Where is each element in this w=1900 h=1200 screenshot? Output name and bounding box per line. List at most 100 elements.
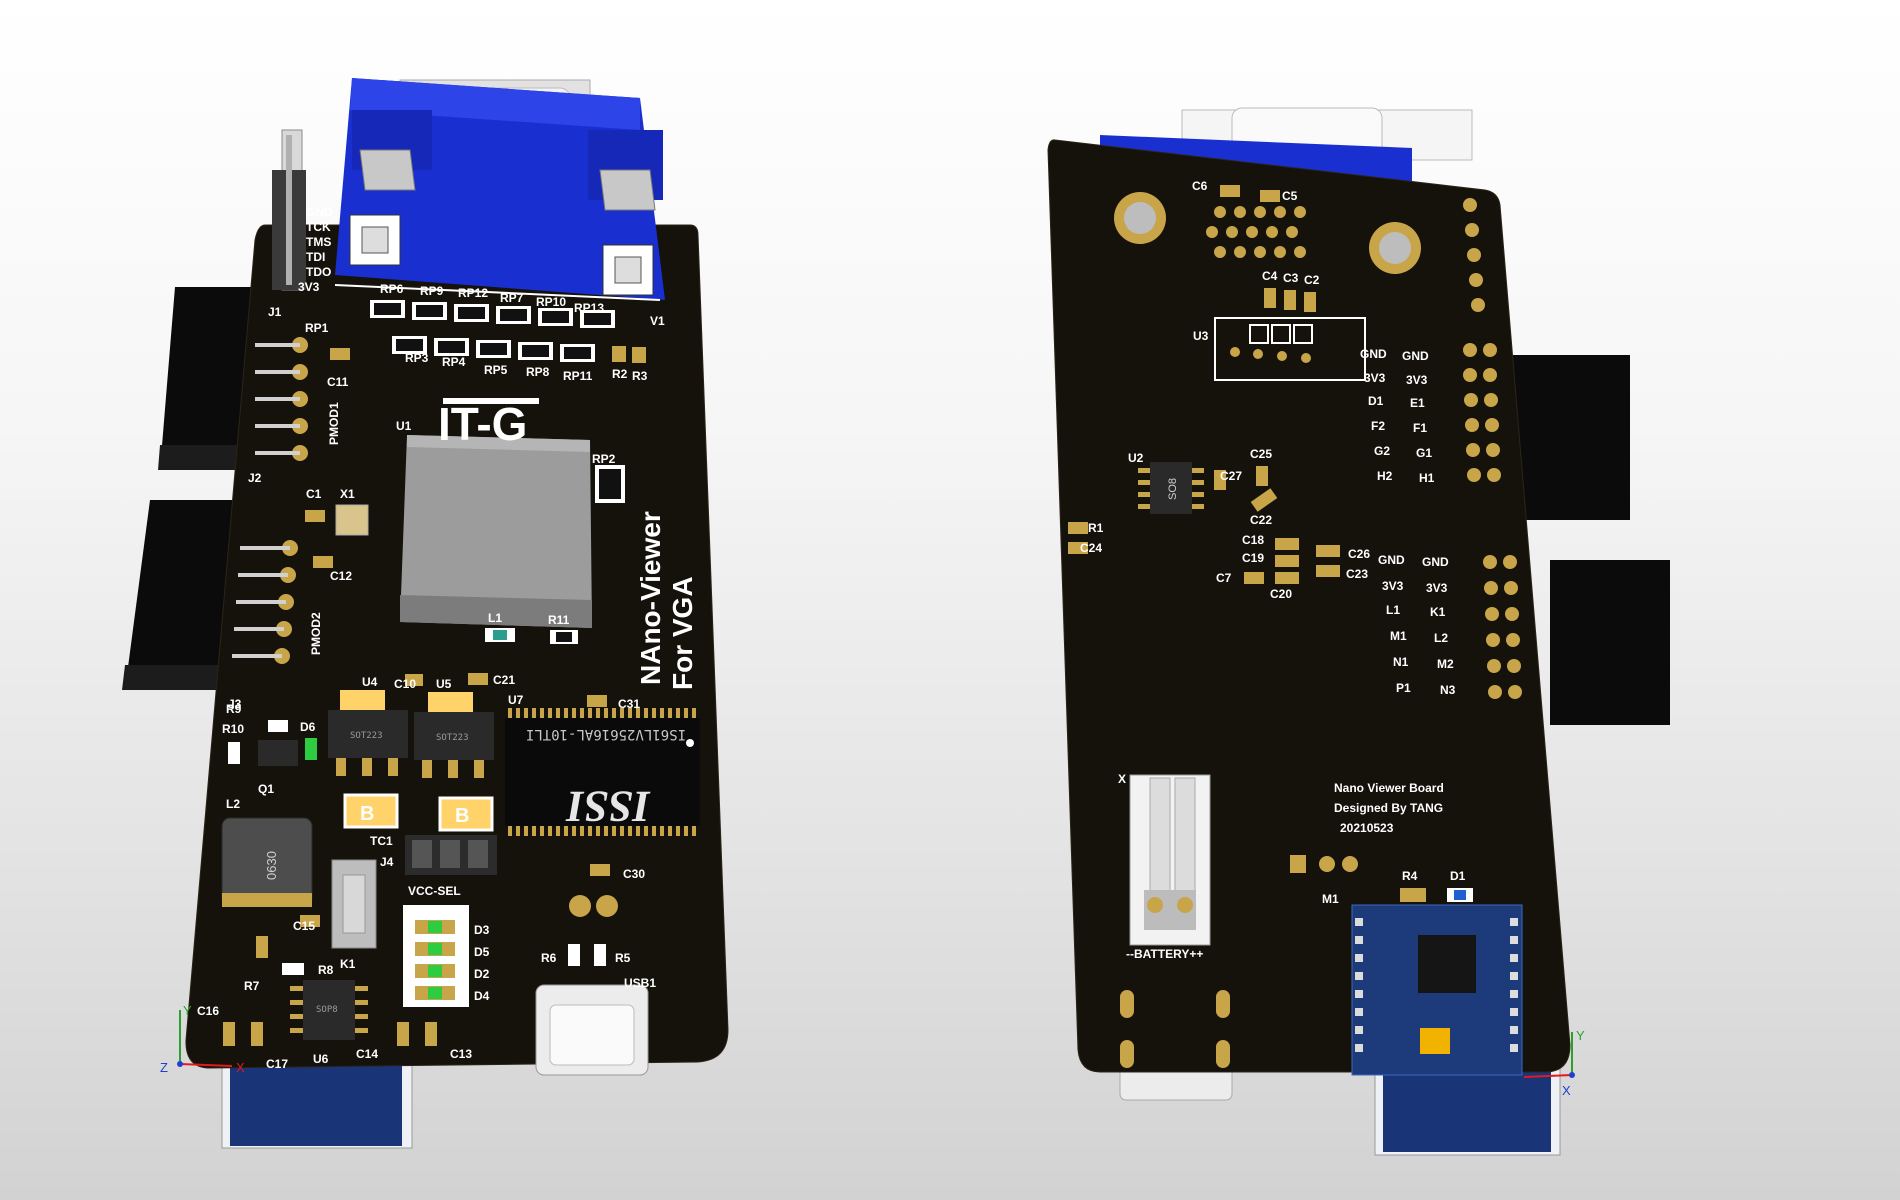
ref-rp4: RP4 <box>442 355 466 369</box>
ref-r4: R4 <box>1402 869 1418 883</box>
credit-line1: Nano Viewer Board <box>1334 781 1444 795</box>
center-caps-back <box>1068 466 1340 584</box>
ref-r7: R7 <box>244 979 260 993</box>
battery-label: --BATTERY++ <box>1126 947 1203 961</box>
u4-package-marking: SOT223 <box>350 731 383 741</box>
ref-c13: C13 <box>450 1047 472 1061</box>
ref-l2: L2 <box>226 797 240 811</box>
small-capacitors <box>223 673 610 1046</box>
ref-rp10: RP10 <box>536 295 566 309</box>
cap-c5 <box>1260 190 1280 202</box>
pmod1-pins <box>255 337 308 461</box>
ref-rp12: RP12 <box>458 286 488 300</box>
pmod2-pads-back <box>1483 555 1522 699</box>
pmod2-row4-right: M2 <box>1437 657 1454 671</box>
ref-c11: C11 <box>327 375 349 389</box>
pmod1-row2-right: E1 <box>1410 396 1425 410</box>
ref-usb1: USB1 <box>624 976 656 990</box>
ref-q1: Q1 <box>258 782 274 796</box>
fpga-chip <box>400 435 592 628</box>
pmod2-row1-right: 3V3 <box>1426 581 1448 595</box>
ref-rp3: RP3 <box>405 351 429 365</box>
tantalum-1-marking: B <box>360 803 374 825</box>
pmod2-row1-left: 3V3 <box>1382 579 1404 593</box>
led-d1-body <box>1454 890 1466 900</box>
pmod2-row2-left: L1 <box>1386 603 1400 617</box>
wireless-module-m1 <box>1351 904 1523 1076</box>
ref-c26: C26 <box>1348 547 1370 561</box>
ref-u6: U6 <box>313 1052 329 1066</box>
pmod2-row5-left: P1 <box>1396 681 1411 695</box>
ref-u7: U7 <box>508 693 524 707</box>
ref-c20: C20 <box>1270 587 1292 601</box>
crystal-x1 <box>335 504 369 536</box>
credit-line2: Designed By TANG <box>1334 801 1443 815</box>
pmod1-row5-left: H2 <box>1377 469 1393 483</box>
ref-r10: R10 <box>222 722 244 736</box>
ref-rp9: RP9 <box>420 284 444 298</box>
ref-d4: D4 <box>474 989 490 1003</box>
ref-rp1: RP1 <box>305 321 329 335</box>
l2-marking: 0630 <box>264 851 279 880</box>
ref-rp5: RP5 <box>484 363 508 377</box>
vcc-select-jumper <box>405 835 497 875</box>
ref-r6: R6 <box>541 951 557 965</box>
cap-c6 <box>1220 185 1240 197</box>
ref-c6: C6 <box>1192 179 1208 193</box>
jtag-label-gnd: GND <box>306 205 333 219</box>
jtag-label-tdo: TDO <box>306 265 331 279</box>
ref-c3: C3 <box>1283 271 1299 285</box>
pmod2-row2-right: K1 <box>1430 605 1446 619</box>
tantalum-cap-1 <box>343 793 399 829</box>
tantalum-2-marking: B <box>455 805 469 827</box>
u6-package-marking: SOP8 <box>316 1005 338 1015</box>
ram-part-number: IS61LV25616AL-10TLI <box>526 726 686 742</box>
back-view-viewport[interactable]: C6 C5 C4 C3 C2 U3 GND GND 3V3 3V3 D1 E1 … <box>950 0 1900 1200</box>
usb-c-connector <box>535 895 649 1076</box>
rp2-body <box>599 469 621 499</box>
ref-c23: C23 <box>1346 567 1368 581</box>
ref-r3: R3 <box>632 369 648 383</box>
ref-x1: X1 <box>340 487 355 501</box>
jtag-labels: GND TCK TMS TDI TDO 3V3 <box>298 205 333 294</box>
resistor-r4 <box>1400 888 1426 902</box>
pmod1-row4-left: G2 <box>1374 444 1390 458</box>
cap-c4 <box>1264 288 1276 308</box>
ref-pmod2: PMOD2 <box>309 612 323 655</box>
u2-marking: SO8 <box>1167 478 1179 500</box>
resistor-pack-row-bottom <box>392 336 646 363</box>
pmod2-row3-left: M1 <box>1390 629 1407 643</box>
front-view-viewport[interactable]: GND TCK TMS TDI TDO 3V3 RP6 RP9 RP12 RP7… <box>0 0 950 1200</box>
ref-c10: C10 <box>394 677 416 691</box>
ref-c18: C18 <box>1242 533 1264 547</box>
jtag-label-tms: TMS <box>306 235 331 249</box>
m1-pads <box>1290 855 1358 873</box>
vga-connector <box>334 78 665 301</box>
vcc-select-label: VCC-SEL <box>408 884 461 898</box>
cap-c3 <box>1284 290 1296 310</box>
cap-c1 <box>305 510 325 522</box>
pmod1-row0-right: GND <box>1402 349 1429 363</box>
ref-rp13: RP13 <box>574 301 604 315</box>
tact-switch-k1 <box>331 859 377 949</box>
title-line1: NAno-Viewer <box>635 511 666 685</box>
eeprom-chip-u2 <box>1138 462 1204 514</box>
ref-c16: C16 <box>197 1004 219 1018</box>
ref-c25: C25 <box>1250 447 1272 461</box>
ref-r2: R2 <box>612 367 628 381</box>
logo-it-g: IT-G <box>438 398 527 450</box>
it-g-logo <box>440 395 542 441</box>
ref-rp7: RP7 <box>500 291 524 305</box>
mount-hole-left-nut <box>1124 202 1156 234</box>
ref-c12: C12 <box>330 569 352 583</box>
cap-c2 <box>1304 292 1316 312</box>
ref-r8: R8 <box>318 963 334 977</box>
ref-d5: D5 <box>474 945 490 959</box>
ref-c30: C30 <box>623 867 645 881</box>
ref-c19: C19 <box>1242 551 1264 565</box>
ref-u4: U4 <box>362 675 378 689</box>
ref-d6: D6 <box>300 720 316 734</box>
jtag-header <box>272 129 306 291</box>
ref-u1: U1 <box>396 419 412 433</box>
ref-c5: C5 <box>1282 189 1298 203</box>
